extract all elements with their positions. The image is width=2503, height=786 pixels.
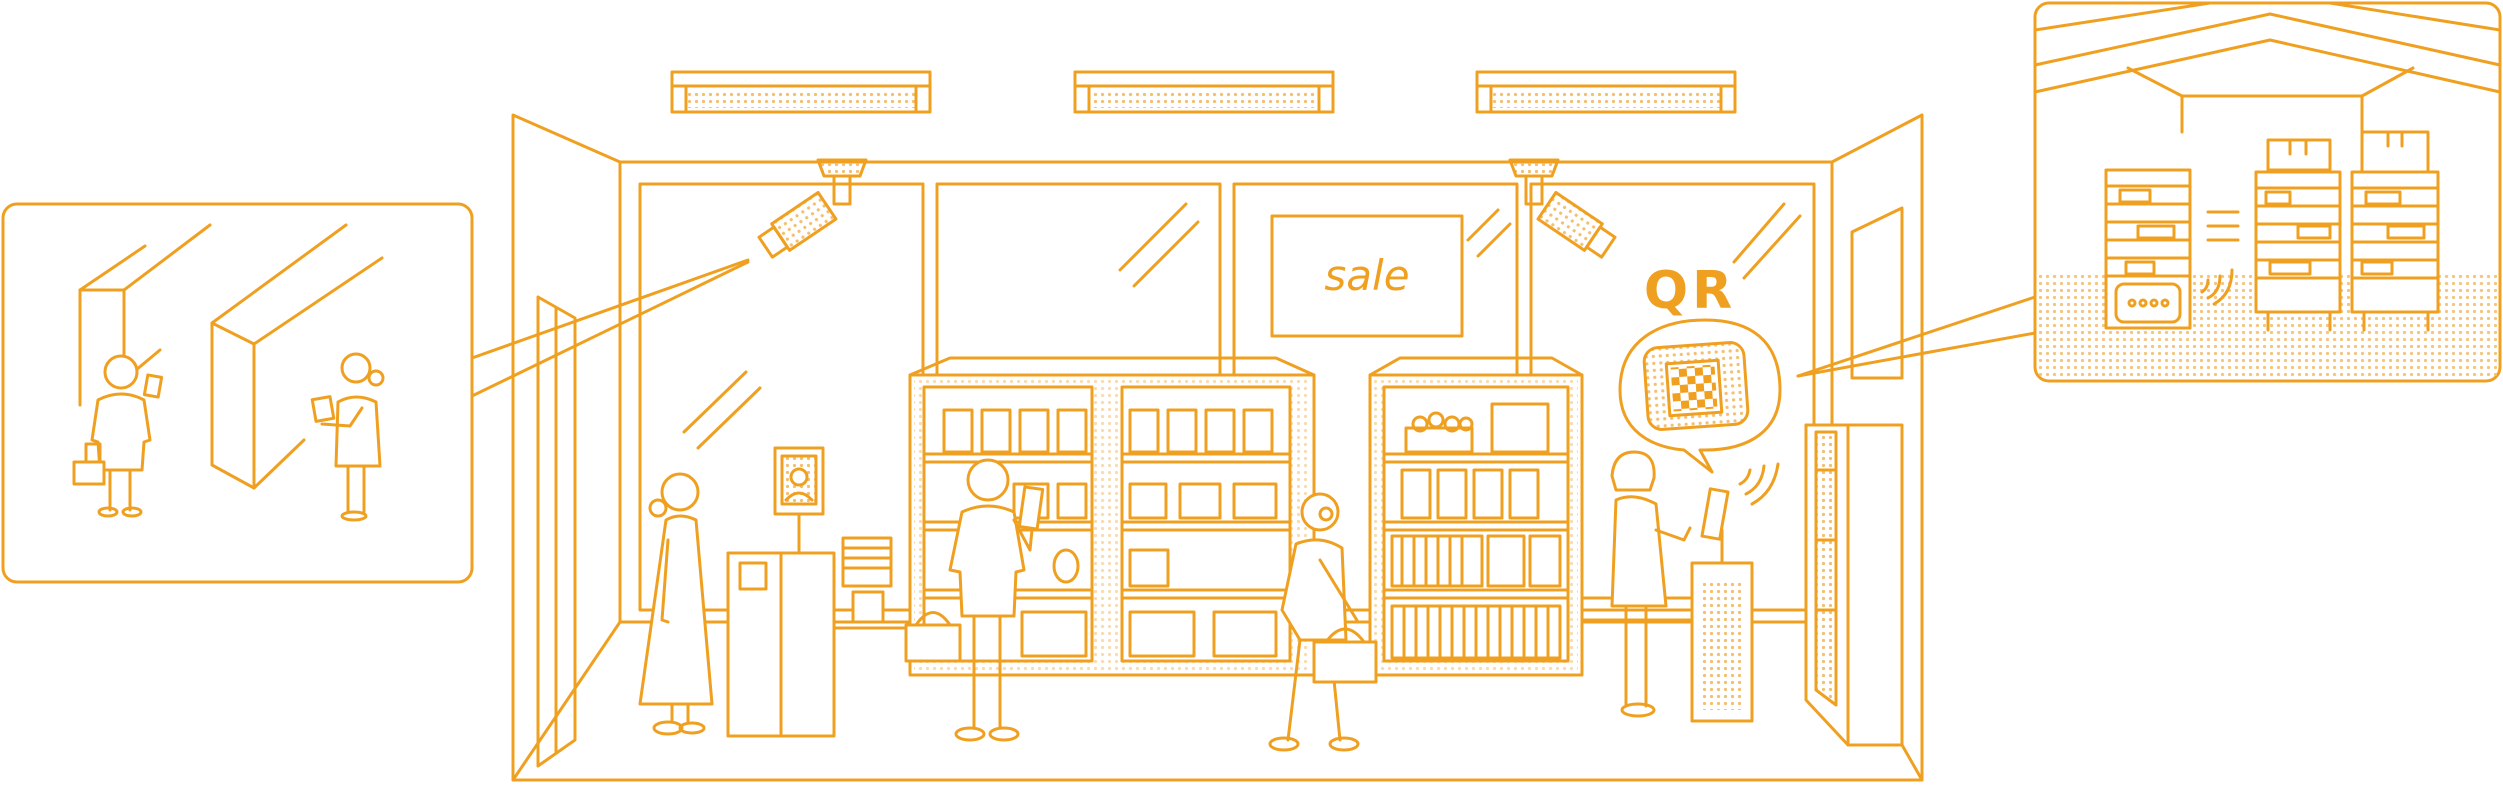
callout-left-beam (470, 258, 750, 398)
shopper-woman-left (638, 472, 714, 736)
shopper-at-counter (1610, 450, 1692, 718)
callout-right-beam (1796, 295, 2037, 378)
shopping-basket-icon (1312, 627, 1378, 684)
refrigerator (1804, 423, 1904, 747)
light-fixture-icon (1073, 70, 1335, 114)
face-recognition-icon (784, 467, 814, 502)
entry-gate (726, 446, 912, 738)
shelf-unit-right (1368, 356, 1584, 677)
checkout-counter (1580, 487, 1754, 723)
security-camera-icon (1508, 158, 1617, 259)
sale-sign-label: sale (1324, 251, 1409, 300)
qr-label: QR (1644, 261, 1736, 321)
shelf-unit-center (908, 356, 1316, 677)
callout-left-panel (1, 202, 474, 584)
qr-code-icon (1670, 364, 1718, 412)
sale-sign (1270, 214, 1464, 338)
shopper-woman-walking (1268, 492, 1360, 752)
light-fixture-icon (670, 70, 932, 114)
callout-right-panel (2033, 1, 2502, 383)
light-fixture-icon (1475, 70, 1737, 114)
shopping-basket-icon (904, 611, 962, 663)
security-camera-icon (757, 158, 868, 259)
shopper-man-center (948, 458, 1045, 742)
wifi-signal-icon (1738, 462, 1780, 506)
